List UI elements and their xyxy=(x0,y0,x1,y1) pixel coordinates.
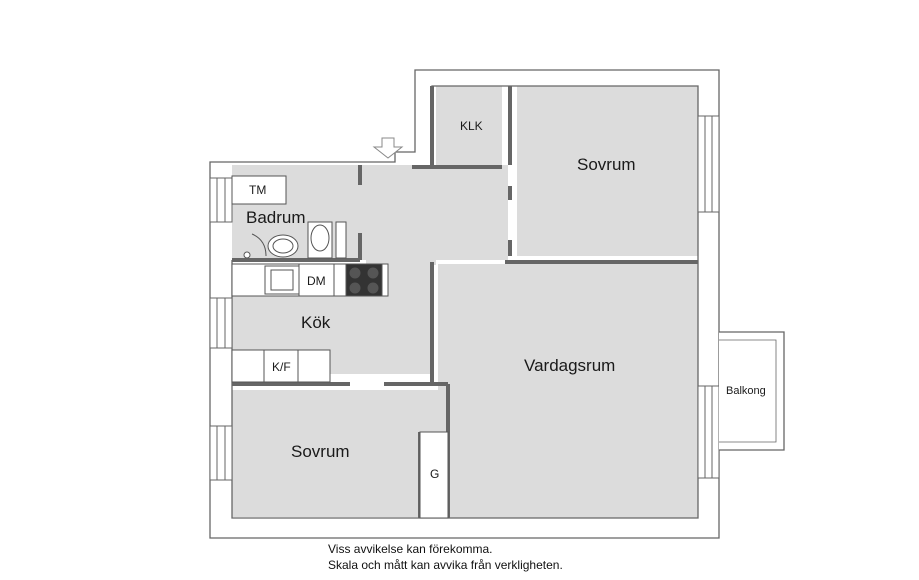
room-label-dm: DM xyxy=(307,274,326,288)
outer-wall xyxy=(209,69,720,539)
room-label-g: G xyxy=(430,467,440,481)
room-label-sovrum-bottom: Sovrum xyxy=(291,442,350,461)
room-label-vardagsrum: Vardagsrum xyxy=(524,356,616,375)
tm-unit xyxy=(231,175,287,205)
badrum-fixtures xyxy=(231,175,347,259)
room-label-balkong: Balkong xyxy=(726,385,766,397)
dm-unit xyxy=(298,263,335,297)
kitchen-fixtures xyxy=(231,263,389,383)
disclaimer-line-2: Skala och mått kan avvika från verklighe… xyxy=(328,558,563,572)
room-label-tm: TM xyxy=(249,183,267,197)
windows xyxy=(209,115,720,481)
disclaimer-line-1: Viss avvikelse kan förekomma. xyxy=(328,542,493,556)
entrance-arrow-icon xyxy=(372,137,404,159)
room-label-klk: KLK xyxy=(460,119,483,133)
room-label-badrum: Badrum xyxy=(246,208,306,227)
room-label-kf: K/F xyxy=(272,360,291,374)
g-closet xyxy=(419,431,449,519)
room-label-sovrum-top: Sovrum xyxy=(577,155,636,174)
room-label-kok: Kök xyxy=(301,313,331,332)
balkong xyxy=(719,331,785,451)
